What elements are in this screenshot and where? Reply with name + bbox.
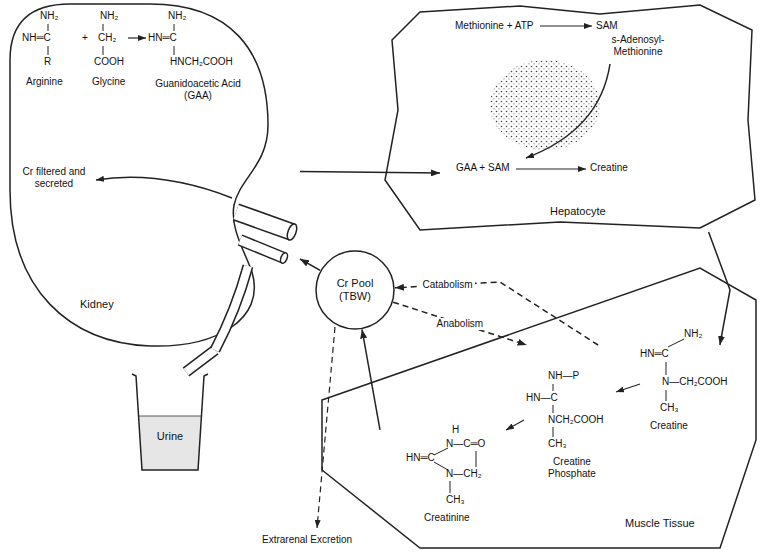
arrow-connector (300, 259, 320, 270)
connector-line (362, 329, 380, 429)
vessel-tube (240, 240, 284, 258)
chem-label: Extrarenal Excretion (262, 534, 352, 546)
chem-label: H (452, 424, 459, 436)
chem-label: Creatinine (424, 512, 470, 524)
chem-label: s-Adenosyl-Methionine (596, 34, 680, 58)
chem-label: NH₂ (40, 10, 58, 22)
chem-label: Guanidoacetic Acid (GAA) (150, 78, 246, 102)
chem-label: SAM (596, 20, 618, 32)
ureter-wall (186, 350, 215, 372)
ureter-connector (186, 350, 215, 372)
muscle-tissue-path (322, 268, 756, 548)
chem-label: NH—P (548, 370, 579, 382)
chem-label: NH₂ (684, 328, 702, 340)
cr-pool-circle: Cr Pool (TBW) (315, 250, 395, 330)
chem-label: HN═C (640, 348, 669, 360)
chem-label: Arginine (26, 76, 63, 88)
arrow-connector (709, 232, 730, 345)
node-label: Muscle Tissue (625, 517, 695, 530)
vessel-end (279, 252, 289, 264)
chem-label: Creatine (590, 162, 628, 174)
chem-label: Cr filtered and secreted (18, 166, 90, 190)
chem-label: HN—C (526, 392, 558, 404)
beaker-glass (132, 374, 208, 470)
chem-label: CH₃ (446, 494, 465, 506)
reaction-arrows (96, 26, 640, 430)
vessel-end (285, 223, 298, 242)
node-label: Urine (130, 430, 210, 443)
chem-label: HN═C (148, 32, 177, 44)
pool-circle (316, 251, 394, 329)
arrow-connector (300, 172, 440, 174)
chem-label: N—CH₂COOH (662, 376, 728, 388)
chemical-bonds (48, 24, 684, 493)
chem-label: N—C═O (446, 438, 485, 450)
extrarenal-arrow (317, 327, 335, 528)
chem-label: CH₃ (660, 402, 679, 414)
vessel-lumen (215, 266, 248, 350)
chem-label: Methionine + ATP (455, 20, 533, 32)
vessel-lumen (240, 240, 284, 258)
chem-label: GAA + SAM (456, 162, 510, 174)
arrow-connector (362, 329, 380, 429)
urine-liquid (139, 416, 201, 470)
chem-label: CH₂ (98, 32, 116, 44)
connector-line (393, 302, 526, 345)
connector-line (300, 172, 440, 174)
node-label: Cr Pool (TBW) (335, 277, 375, 303)
vessel-lumen (236, 212, 292, 232)
chem-label: HN═C (406, 452, 435, 464)
chem-label: N—CH₂ (446, 468, 482, 480)
node-label: Kidney (80, 298, 114, 311)
chem-label: Creatine Phosphate (540, 456, 604, 480)
stippled-organelle (490, 60, 600, 150)
chem-label: Creatine (650, 420, 688, 432)
kidney-organ-path (10, 4, 268, 346)
chem-label: NH₂ (100, 10, 118, 22)
hepatocyte-cell: Hepatocyte (440, 5, 756, 232)
chem-label: CH₃ (548, 438, 567, 450)
chem-label: NH═C (22, 32, 51, 44)
chem-label: COOH (94, 56, 124, 68)
sam-arrow (526, 64, 610, 158)
urine-beaker: Urine (130, 372, 210, 472)
chem-label: Glycine (92, 76, 125, 88)
edge-label: Anabolism (435, 318, 486, 330)
chem-label: R (44, 56, 51, 68)
chem-label: NH₂ (168, 10, 186, 22)
chem-label: + (82, 32, 88, 44)
vessel-tube (215, 266, 248, 350)
hepatocyte-cell-path (385, 5, 755, 230)
connector-line (709, 232, 730, 345)
liquid-surface (139, 416, 201, 417)
ureter-lumen (186, 350, 215, 372)
chem-label: NCH₂COOH (548, 414, 604, 426)
vessel-tube (236, 212, 292, 232)
chem-label: HNCH₂COOH (170, 56, 233, 68)
arrow-connector (393, 302, 526, 345)
node-label: Hepatocyte (550, 205, 606, 218)
edge-label: Catabolism (420, 279, 474, 291)
connector-line (300, 259, 320, 270)
